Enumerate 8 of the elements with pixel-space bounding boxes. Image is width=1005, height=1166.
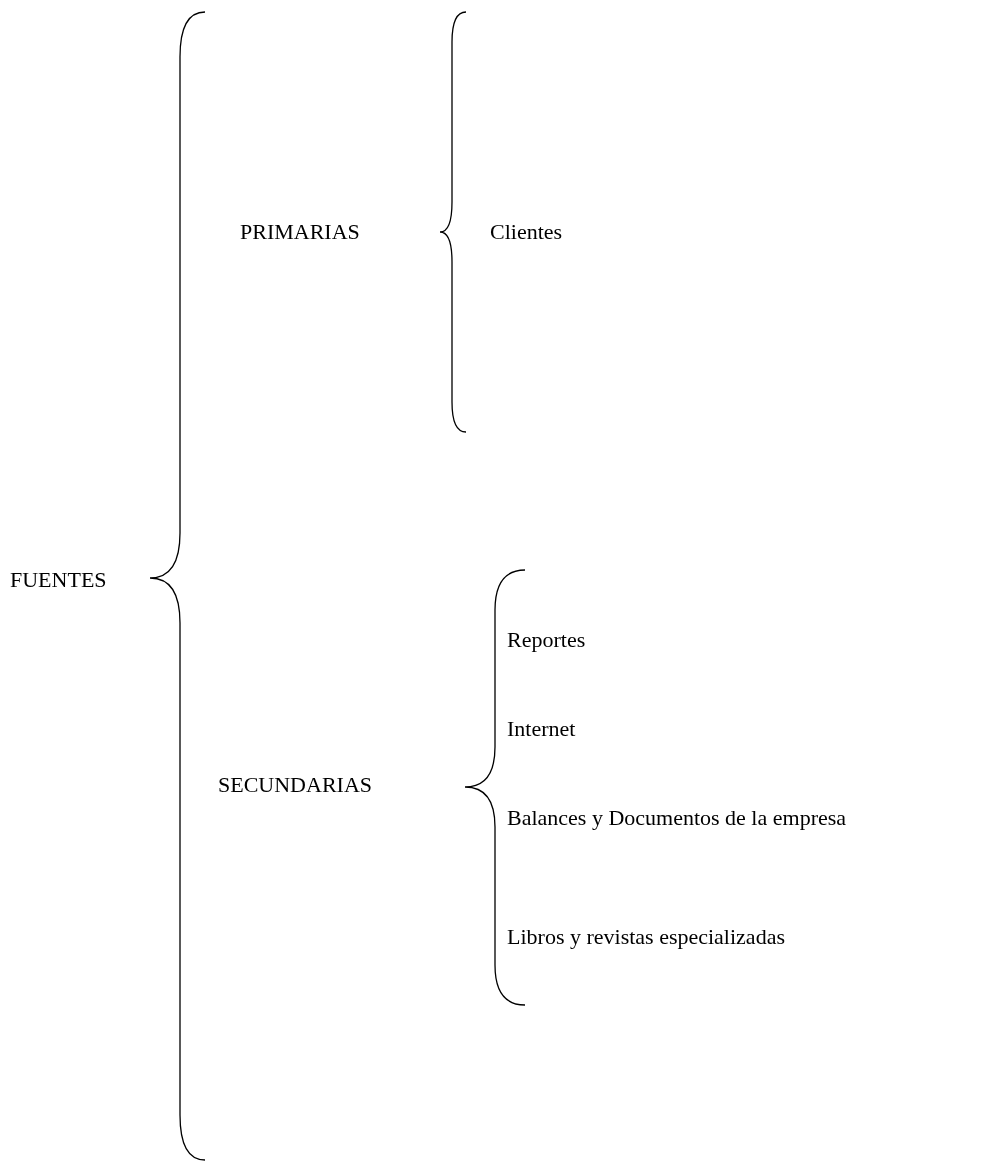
category-label: PRIMARIAS: [240, 218, 360, 246]
item-label: Balances y Documentos de la empresa: [507, 804, 847, 832]
item-label: Clientes: [490, 218, 563, 246]
item-label: Internet: [507, 715, 576, 743]
item-label: Reportes: [507, 626, 586, 654]
item-label: Libros y revistas especializadas: [507, 923, 785, 951]
category-label: FUENTES: [10, 566, 107, 594]
category-label: SECUNDARIAS: [218, 771, 373, 799]
